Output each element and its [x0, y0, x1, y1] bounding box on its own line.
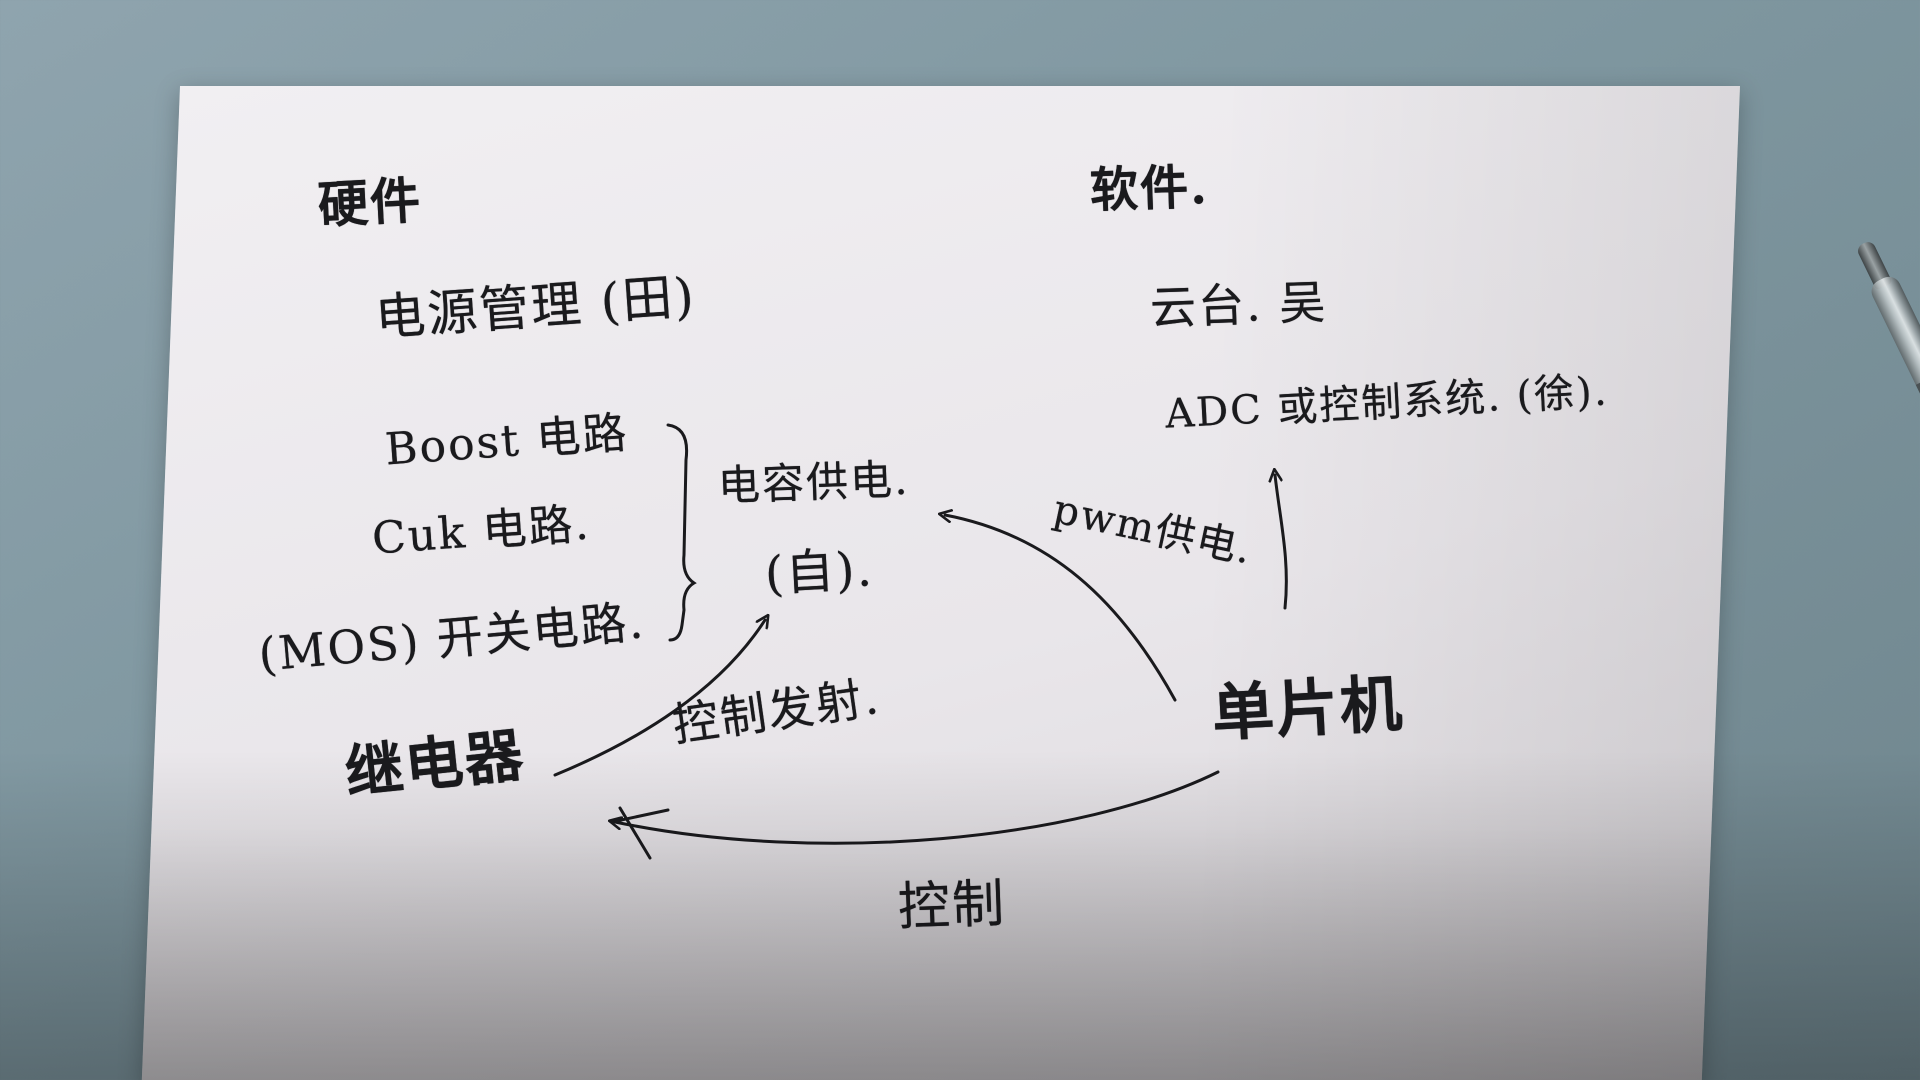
capacitor-supply: 电容供电.: [717, 454, 911, 511]
arrow-mcu-to-capacitor: [945, 515, 1177, 702]
circuits-brace: [666, 423, 697, 642]
arrow-relay-to-capacitor: [553, 620, 765, 777]
control-label: 控制: [896, 874, 1008, 938]
hardware-heading: 硬件: [316, 170, 424, 235]
relay-node: 继电器: [341, 720, 529, 808]
mcu-node: 单片机: [1210, 667, 1406, 750]
arrow-mcu-to-software: [1275, 475, 1288, 610]
capacitor-owner: (自).: [763, 541, 876, 603]
software-item-gimbal: 云台. 吴: [1149, 274, 1329, 336]
arrowhead-scribble: [610, 806, 670, 860]
arrow-mcu-to-relay: [615, 770, 1220, 845]
software-heading: 软件.: [1089, 158, 1210, 220]
